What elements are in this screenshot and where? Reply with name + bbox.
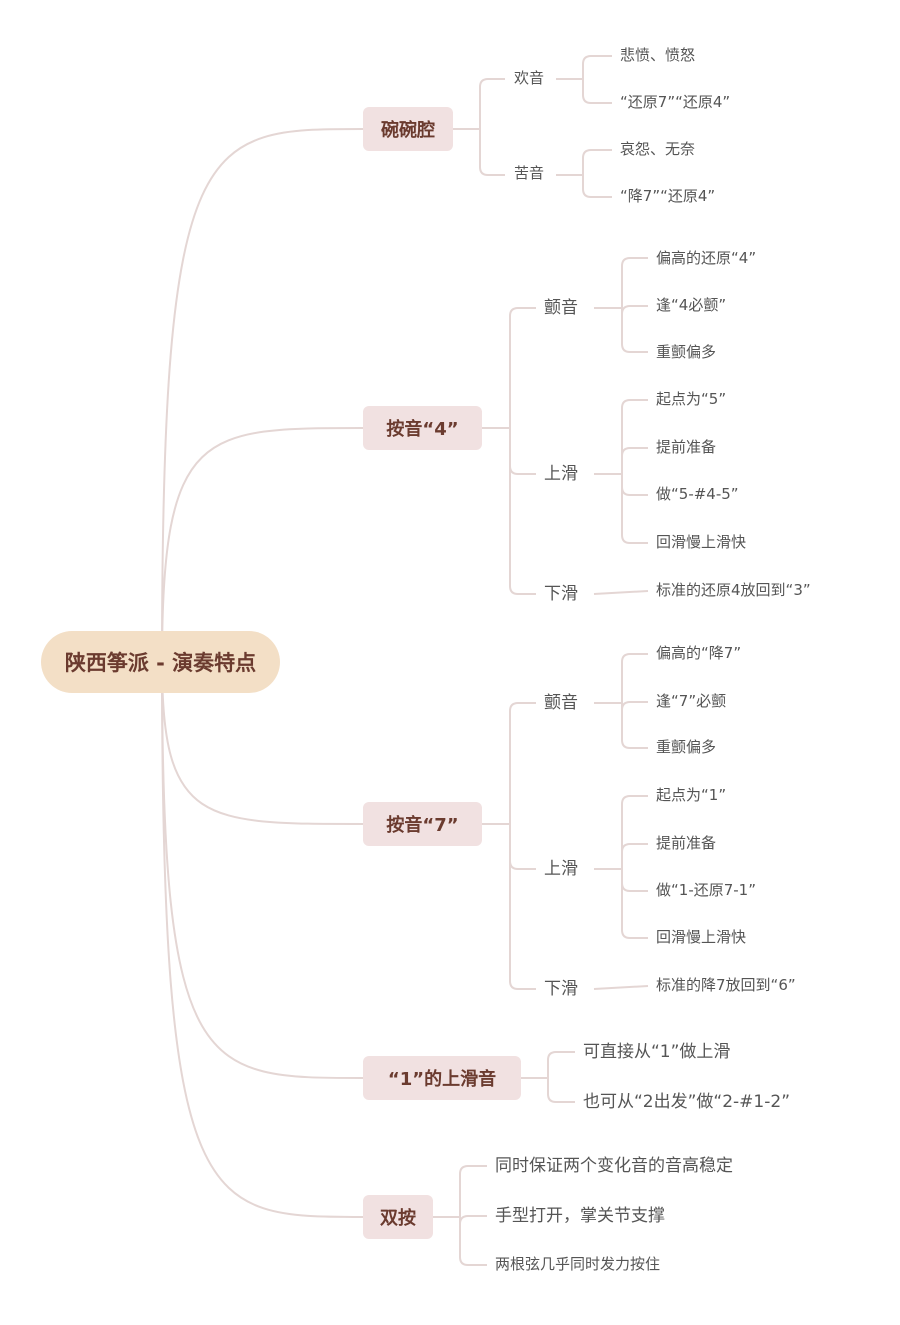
- branch-anyin-7[interactable]: 按音“7”: [363, 802, 482, 846]
- branch-anyin-4[interactable]: 按音“4”: [363, 406, 482, 450]
- root-connector: [161, 661, 364, 825]
- node-huanyin[interactable]: 欢音: [514, 69, 545, 87]
- node-xiahua-4[interactable]: 下滑: [544, 584, 578, 604]
- leaf-zhongchan-4[interactable]: 重颤偏多: [656, 343, 717, 361]
- connector-b1-chan: [621, 257, 648, 308]
- connector-b1-shang: [621, 399, 648, 474]
- connector-b2-shang: [621, 795, 648, 869]
- connector-b2-shang: [621, 843, 648, 869]
- leaf-pianGao-4[interactable]: 偏高的还原“4”: [656, 249, 757, 267]
- connector-b1-xia: [593, 590, 649, 595]
- connector-b1-shang: [621, 474, 648, 544]
- root-connector: [161, 427, 364, 663]
- leaf-baozheng[interactable]: 同时保证两个变化音的音高稳定: [495, 1156, 733, 1176]
- leaf-aiyuan[interactable]: 哀怨、无奈: [620, 140, 696, 158]
- node-shanghua-7[interactable]: 上滑: [544, 859, 578, 879]
- connector-b3: [547, 1078, 575, 1103]
- leaf-feng-4[interactable]: 逢“4必颤”: [656, 296, 727, 314]
- leaf-shouxing[interactable]: 手型打开，掌关节支撑: [495, 1206, 665, 1226]
- connector-b1-chan: [621, 308, 648, 353]
- leaf-piangao-7[interactable]: 偏高的“降7”: [656, 644, 742, 662]
- leaf-qidian-1[interactable]: 起点为“1”: [656, 786, 727, 804]
- branch-shanghua-1[interactable]: “1”的上滑音: [363, 1056, 521, 1100]
- leaf-biaozhun-4[interactable]: 标准的还原4放回到“3”: [656, 581, 811, 599]
- root-connector: [161, 661, 364, 1079]
- node-kuyin[interactable]: 苦音: [514, 164, 545, 182]
- connector-b4: [459, 1165, 487, 1217]
- leaf-liangen[interactable]: 两根弦几乎同时发力按住: [495, 1255, 661, 1273]
- connector-b0-huan: [582, 55, 612, 79]
- connector-b1: [509, 307, 536, 428]
- connector-b1: [509, 428, 536, 595]
- leaf-zhijie-1[interactable]: 可直接从“1”做上滑: [583, 1042, 731, 1062]
- connector-b2-chan: [621, 653, 648, 703]
- connector-b0: [479, 78, 505, 129]
- connector-b4: [459, 1217, 487, 1266]
- branch-wanwanqiang[interactable]: 碗碗腔: [363, 107, 453, 151]
- node-xiahua-7[interactable]: 下滑: [544, 979, 578, 999]
- leaf-huihua-7[interactable]: 回滑慢上滑快: [656, 928, 747, 946]
- connector-b2-shang: [621, 869, 648, 892]
- connector-b1-shang: [621, 447, 648, 474]
- connector-b2-chan: [621, 701, 648, 711]
- node-chanyin-4[interactable]: 颤音: [544, 298, 578, 318]
- connector-b0-ku: [582, 149, 612, 175]
- connector-b3: [547, 1051, 575, 1078]
- connector-b1: [509, 428, 536, 475]
- leaf-zhongchan-7[interactable]: 重颤偏多: [656, 738, 717, 756]
- connector-b2: [509, 824, 536, 870]
- root-connector: [161, 128, 364, 663]
- branch-shuangan[interactable]: 双按: [363, 1195, 433, 1239]
- connector-b0-ku: [582, 175, 612, 198]
- leaf-jiang7-huanyuan4[interactable]: “降7”“还原4”: [620, 187, 716, 205]
- connector-b4: [459, 1215, 487, 1225]
- connector-b1-chan: [621, 305, 648, 315]
- leaf-zuo-5-4-5[interactable]: 做“5-#4-5”: [656, 485, 739, 503]
- leaf-cong-2[interactable]: 也可从“2出发”做“2-#1-2”: [583, 1092, 791, 1112]
- node-chanyin-7[interactable]: 颤音: [544, 693, 578, 713]
- leaf-feng-7[interactable]: 逢“7”必颤: [656, 692, 727, 710]
- leaf-zuo-1-7-1[interactable]: 做“1-还原7-1”: [656, 881, 756, 899]
- leaf-beifen[interactable]: 悲愤、愤怒: [620, 46, 696, 64]
- connector-b2-shang: [621, 869, 648, 939]
- leaf-biaozhun-7[interactable]: 标准的降7放回到“6”: [656, 976, 796, 994]
- connector-b2-xia: [593, 985, 649, 990]
- leaf-huanyuan-7-4[interactable]: “还原7”“还原4”: [620, 93, 731, 111]
- connector-b2: [509, 702, 536, 824]
- connector-b2: [509, 824, 536, 990]
- leaf-qidian-5[interactable]: 起点为“5”: [656, 390, 727, 408]
- connector-b1-shang: [621, 474, 648, 496]
- node-shanghua-4[interactable]: 上滑: [544, 464, 578, 484]
- connector-b0-huan: [582, 79, 612, 104]
- leaf-tiqian-7[interactable]: 提前准备: [656, 834, 717, 852]
- connector-b2-chan: [621, 703, 648, 749]
- leaf-tiqian-4[interactable]: 提前准备: [656, 438, 717, 456]
- connector-b0: [479, 129, 505, 176]
- leaf-huihua-4[interactable]: 回滑慢上滑快: [656, 533, 747, 551]
- root-node[interactable]: 陕西筝派 - 演奏特点: [41, 631, 280, 693]
- root-connector: [161, 661, 364, 1218]
